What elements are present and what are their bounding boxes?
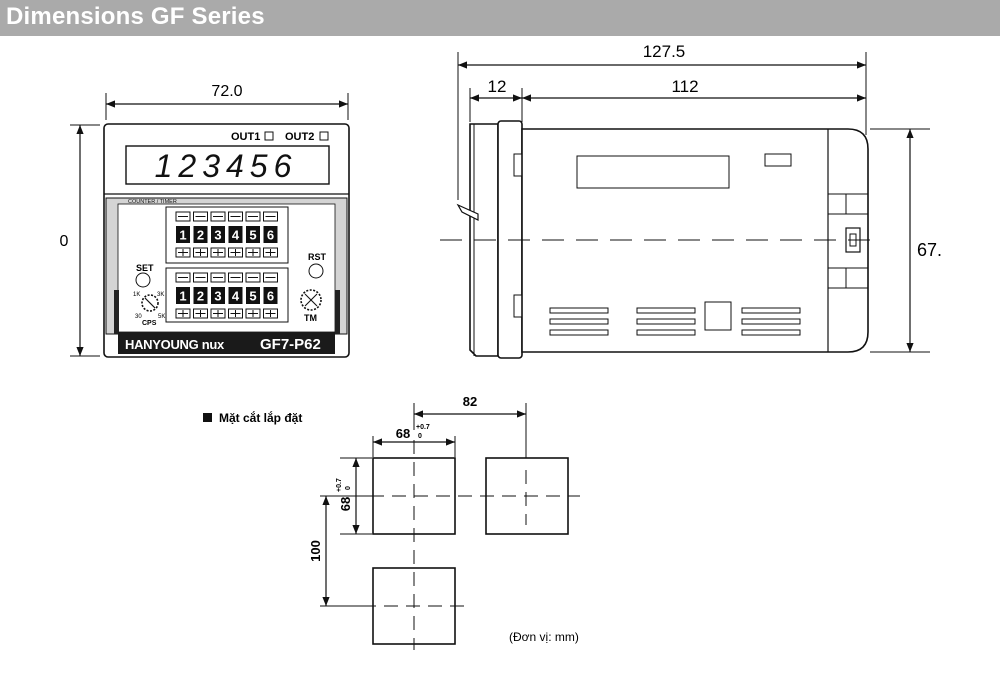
tm-label: TM <box>304 313 317 323</box>
body-depth-label: 112 <box>671 77 698 96</box>
digit-6-window <box>263 287 278 304</box>
digit-5-window <box>246 287 260 304</box>
cps-30-label: 30 <box>135 314 142 320</box>
digit-3-label: 3 <box>214 289 221 304</box>
cps-1k-label: 1K <box>133 292 140 298</box>
front-view: 72.0 0 OUT1 OUT2 123456 COUNTER / TIMER … <box>60 83 350 358</box>
front-depth-label: 12 <box>488 77 507 96</box>
digit-1-label: 1 <box>179 228 186 243</box>
digit-5-label: 5 <box>249 228 256 243</box>
digit-5-window <box>246 226 260 243</box>
pitch-h-label: 82 <box>463 394 477 409</box>
lcd-display <box>125 145 330 185</box>
digit-2-window <box>193 287 208 304</box>
mounting-latch <box>456 203 479 221</box>
size-h-tol-lower: 0 <box>345 486 352 490</box>
digit-4-window <box>228 287 243 304</box>
panel-cutout-diagram: Mặt cắt lắp đặt 82 68 +0.7 0 68 +0.7 0 1… <box>203 394 580 650</box>
digit-4-label: 4 <box>232 228 240 243</box>
side-view: 127.5 12 112 67. <box>440 42 942 359</box>
size-w-tol-upper: +0.7 <box>416 424 430 431</box>
digit-2-label: 2 <box>197 289 204 304</box>
side-height-label: 67. <box>917 240 942 260</box>
digit-4-window <box>228 226 243 243</box>
display-digits: 123456 <box>155 148 298 184</box>
digit-1-window <box>176 287 190 304</box>
digit-3-window <box>211 226 225 243</box>
out1-lamp <box>264 131 274 141</box>
digit-2-window <box>193 226 208 243</box>
out2-lamp <box>319 131 329 141</box>
digit-3-label: 3 <box>214 228 221 243</box>
digit-6-window <box>263 226 278 243</box>
rst-label: RST <box>308 252 327 262</box>
pitch-v-label: 100 <box>308 540 323 562</box>
unit-note: (Đơn vị: mm) <box>509 630 579 644</box>
digit-4-label: 4 <box>232 289 240 304</box>
digit-6-label: 6 <box>267 228 274 243</box>
set-label: SET <box>136 263 154 273</box>
model-label: GF7-P62 <box>260 336 321 353</box>
digit-3-window <box>211 287 225 304</box>
width-dimension-label: 72.0 <box>211 83 242 100</box>
size-w-label: 68 <box>396 426 410 441</box>
label-window <box>576 155 730 189</box>
digit-1-window <box>176 226 190 243</box>
set-button[interactable] <box>135 272 151 288</box>
size-h-label: 68 <box>338 497 353 511</box>
panel-label: COUNTER / TIMER <box>128 199 177 205</box>
rst-button[interactable] <box>308 263 324 279</box>
page-title: Dimensions GF Series <box>6 3 265 30</box>
cps-label: CPS <box>142 320 157 327</box>
page-header: Dimensions GF Series <box>0 0 1000 36</box>
section-bullet-icon <box>203 413 212 422</box>
digit-1-label: 1 <box>179 289 186 304</box>
out2-label: OUT2 <box>285 131 314 143</box>
total-length-label: 127.5 <box>643 42 686 61</box>
cps-5k-label: 5K <box>158 314 165 320</box>
digit-5-label: 5 <box>249 289 256 304</box>
size-h-tol-upper: +0.7 <box>336 478 343 492</box>
brand-logo: HANYOUNG nux <box>125 337 225 352</box>
cps-3k-label: 3K <box>157 292 164 298</box>
digit-2-label: 2 <box>197 228 204 243</box>
section-title: Mặt cắt lắp đặt <box>219 410 302 425</box>
digit-6-label: 6 <box>267 289 274 304</box>
size-w-tol-lower: 0 <box>418 433 422 440</box>
ventilation-slots <box>549 301 801 336</box>
front-height-label: 0 <box>60 233 69 250</box>
brand-strip <box>118 332 335 354</box>
out1-label: OUT1 <box>231 131 260 143</box>
